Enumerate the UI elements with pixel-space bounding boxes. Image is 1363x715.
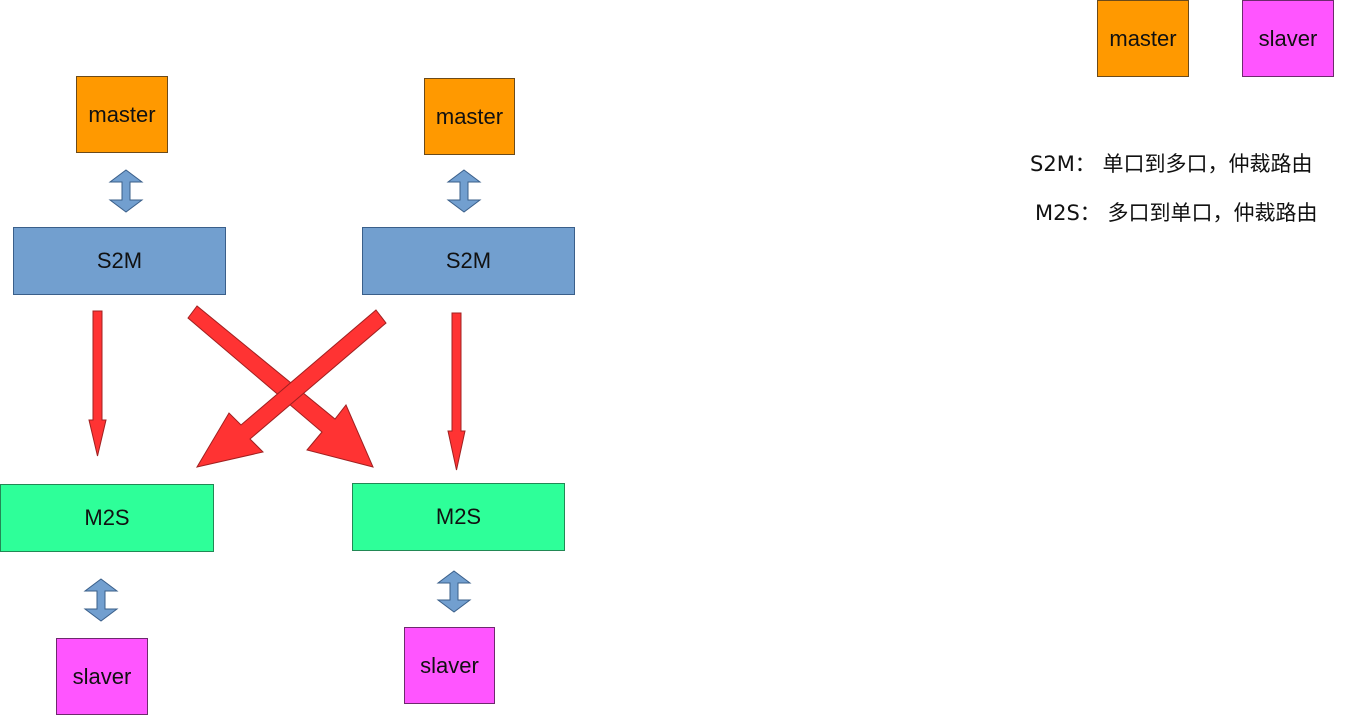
legend-s2m-description: S2M： 单口到多口，仲裁路由: [1030, 152, 1313, 176]
legend-slaver-swatch: slaver: [1242, 0, 1334, 77]
arrow-s2m-left-to-m2s-right: [187, 305, 374, 468]
arrow-s2m-right-to-m2s-right: [447, 312, 466, 471]
double-headed-arrow-icon: [83, 578, 119, 622]
m2s-node-right: M2S: [352, 483, 565, 551]
m2s-node-label: M2S: [435, 504, 482, 529]
s2m-node-right: S2M: [362, 227, 575, 295]
s2m-node-left: S2M: [13, 227, 226, 295]
slaver-node-label: slaver: [72, 663, 132, 689]
double-headed-arrow-icon: [446, 169, 482, 213]
arrow-s2m-left-to-m2s-left: [88, 310, 107, 457]
m2s-node-left: M2S: [0, 484, 214, 552]
double-headed-arrow-icon: [436, 570, 472, 613]
master-node-label: master: [88, 101, 156, 127]
master-node-left: master: [76, 76, 168, 153]
master-node-right: master: [424, 78, 515, 155]
legend-m2s-description: M2S： 多口到单口，仲裁路由: [1035, 201, 1318, 225]
slaver-node-label: slaver: [420, 652, 479, 678]
slaver-node-left: slaver: [56, 638, 148, 715]
m2s-node-label: M2S: [84, 505, 130, 530]
double-headed-arrow-icon: [108, 169, 144, 213]
slaver-node-right: slaver: [404, 627, 495, 704]
legend-master-label: master: [1109, 25, 1177, 51]
legend-slaver-label: slaver: [1258, 25, 1318, 51]
arrow-s2m-right-to-m2s-left: [195, 309, 387, 468]
master-node-label: master: [435, 103, 504, 129]
s2m-node-label: S2M: [96, 248, 143, 273]
s2m-node-label: S2M: [445, 248, 492, 273]
legend-master-swatch: master: [1097, 0, 1189, 77]
